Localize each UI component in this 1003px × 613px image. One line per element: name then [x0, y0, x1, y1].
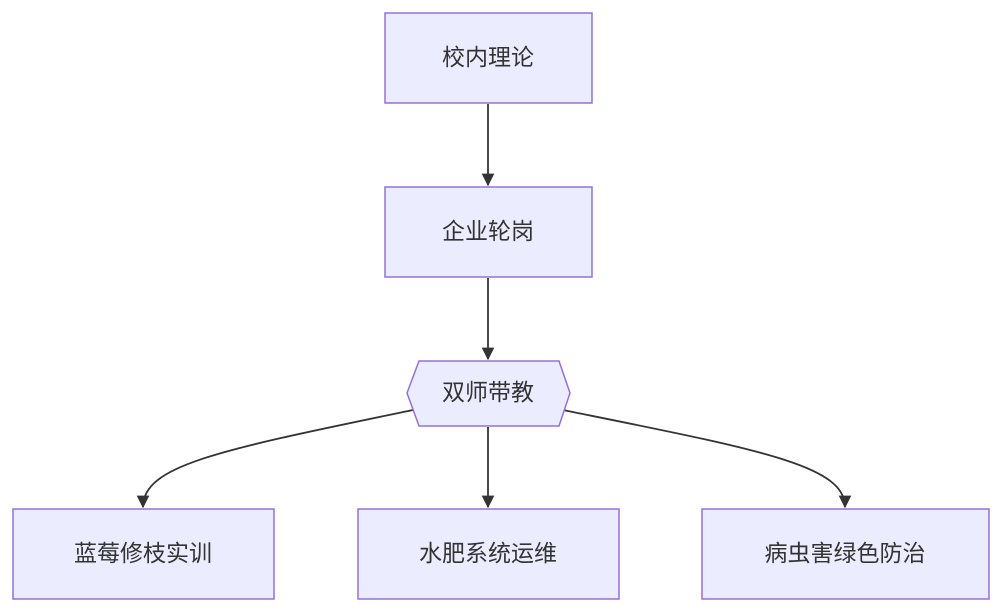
edge-dual-mentor-to-green-pest-control	[562, 409, 852, 509]
node-green-pest-control-label: 病虫害绿色防治	[765, 541, 926, 567]
node-campus-theory[interactable]: 校内理论	[384, 12, 593, 104]
node-dual-mentor-hexagon	[406, 360, 571, 427]
node-campus-theory-label: 校内理论	[442, 45, 534, 71]
node-green-pest-control[interactable]: 病虫害绿色防治	[701, 508, 990, 600]
node-fertigation-ops-label: 水肥系统运维	[419, 541, 557, 567]
node-dual-mentor[interactable]: 双师带教	[406, 360, 571, 427]
node-campus-theory-box	[384, 12, 593, 104]
node-enterprise-rotation-label: 企业轮岗	[442, 219, 534, 245]
node-blueberry-pruning[interactable]: 蓝莓修枝实训	[12, 508, 275, 600]
node-dual-mentor-label: 双师带教	[442, 380, 534, 406]
node-green-pest-control-box	[701, 508, 990, 600]
node-fertigation-ops[interactable]: 水肥系统运维	[357, 508, 620, 600]
node-blueberry-pruning-label: 蓝莓修枝实训	[74, 541, 212, 567]
node-enterprise-rotation-box	[384, 186, 593, 278]
node-fertigation-ops-box	[357, 508, 620, 600]
edges	[136, 104, 852, 509]
edge-dual-mentor-to-blueberry-pruning	[136, 409, 414, 509]
node-blueberry-pruning-box	[12, 508, 275, 600]
node-enterprise-rotation[interactable]: 企业轮岗	[384, 186, 593, 278]
